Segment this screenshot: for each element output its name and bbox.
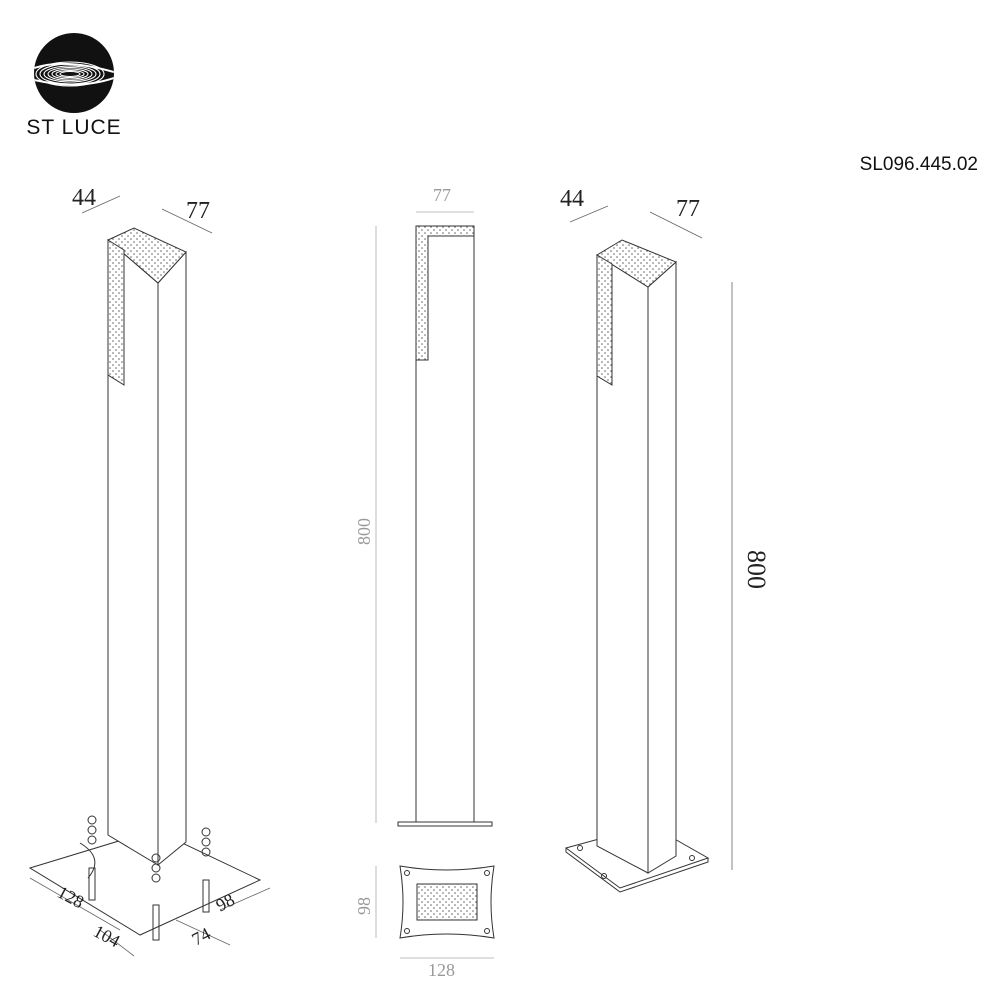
dim-iso-left-depth: 44 xyxy=(72,185,96,211)
dim-front-width: 77 xyxy=(433,185,451,205)
dim-front-height: 800 xyxy=(354,518,374,545)
brand-name: ST LUCE xyxy=(26,116,122,139)
bolt-left xyxy=(87,815,97,901)
dim-iso-left-width: 77 xyxy=(186,198,210,224)
dim-front-base-depth: 98 xyxy=(354,897,374,915)
iso-view-left xyxy=(28,195,271,957)
bolt-right xyxy=(201,827,211,913)
iso-view-right xyxy=(564,205,733,893)
product-code: SL096.445.02 xyxy=(859,154,978,175)
dim-iso-left-base-b: 104 xyxy=(90,921,123,951)
bolt-center xyxy=(151,853,161,941)
dim-front-base-width: 128 xyxy=(428,960,455,980)
dim-iso-right-height: 800 xyxy=(742,550,771,589)
dim-iso-right-width: 77 xyxy=(676,196,700,222)
brand-logo-icon xyxy=(34,33,114,113)
front-view xyxy=(375,211,495,959)
dim-iso-right-depth: 44 xyxy=(560,186,584,212)
